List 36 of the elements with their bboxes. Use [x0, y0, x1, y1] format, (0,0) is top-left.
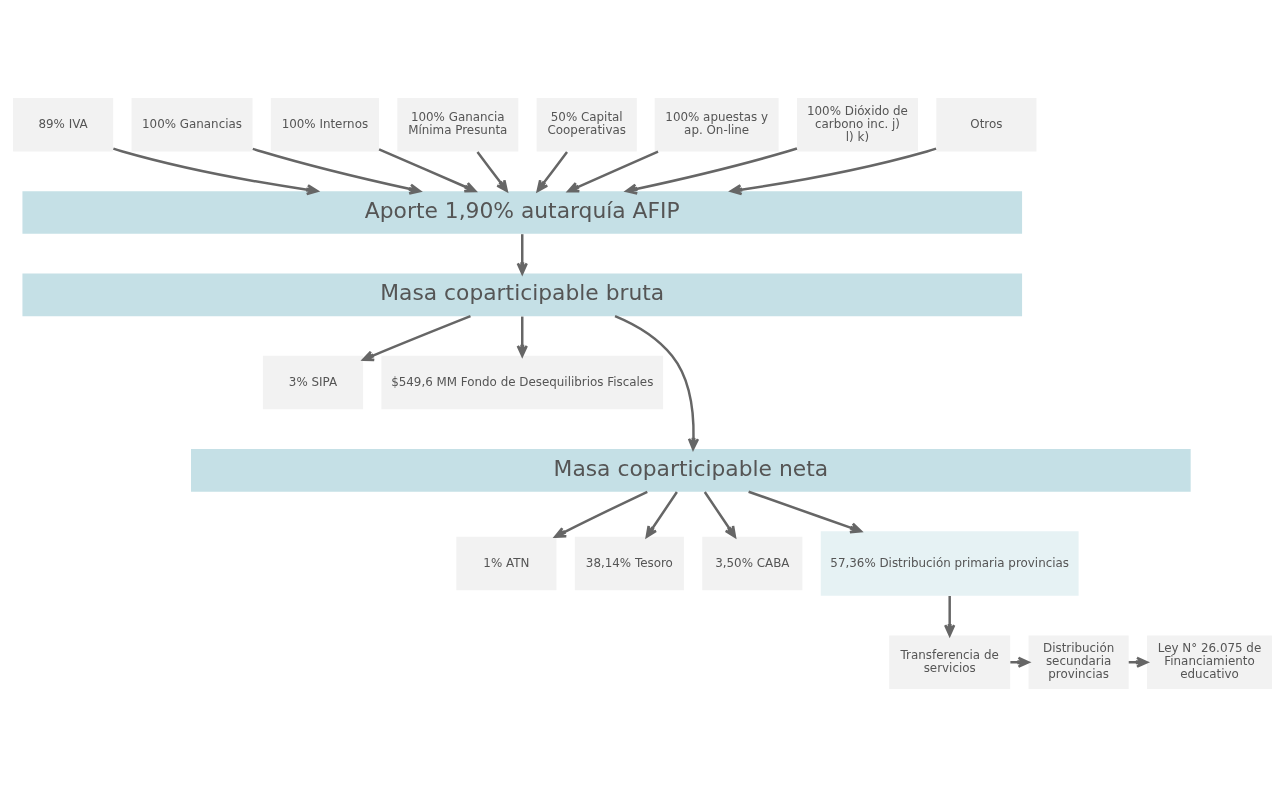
- arrow: [554, 490, 648, 538]
- node-box: Masa coparticipable bruta: [22, 273, 1023, 317]
- arrow: [729, 147, 937, 196]
- arrow: [703, 491, 737, 538]
- node-box: Otros: [936, 97, 1037, 152]
- arrow: [516, 316, 528, 358]
- node-box: 57,36% Distribución primaria provincias: [820, 531, 1079, 596]
- node-box: Transferencia de servicios: [889, 635, 1011, 690]
- arrow: [536, 151, 568, 193]
- arrow: [378, 148, 477, 193]
- node-box: 100% Dióxido de carbono inc. j) l) k): [796, 97, 918, 152]
- arrow: [362, 315, 471, 362]
- arrow: [748, 490, 863, 534]
- node-box: Masa coparticipable neta: [191, 449, 1191, 492]
- arrow: [944, 595, 956, 637]
- node-box: 3,50% CABA: [702, 536, 803, 591]
- node-box: 100% apuestas y ap. On-line: [654, 97, 779, 152]
- node-box: 100% Ganancia Mínima Presunta: [397, 97, 519, 152]
- arrow: [476, 151, 508, 193]
- arrow: [625, 147, 798, 195]
- arrow: [252, 147, 422, 195]
- node-box: 100% Ganancias: [131, 97, 253, 152]
- arrow: [645, 491, 678, 538]
- node-box: 1% ATN: [456, 536, 557, 591]
- arrow: [614, 315, 700, 451]
- node-box: 89% IVA: [13, 97, 114, 152]
- node-box: Distribución secundaria provincias: [1028, 635, 1129, 690]
- node-box: Ley N° 26.075 de Financiamiento educativo: [1147, 635, 1272, 690]
- arrow: [516, 234, 528, 275]
- node-box: 38,14% Tesoro: [574, 536, 684, 591]
- node-box: 3% SIPA: [262, 355, 364, 410]
- node-box: 100% Internos: [270, 97, 379, 152]
- arrow: [113, 147, 319, 196]
- node-box: $549,6 MM Fondo de Desequilibrios Fiscales: [381, 355, 664, 410]
- node-box: 50% Capital Cooperativas: [536, 97, 637, 152]
- node-box: Aporte 1,90% autarquía AFIP: [22, 191, 1023, 234]
